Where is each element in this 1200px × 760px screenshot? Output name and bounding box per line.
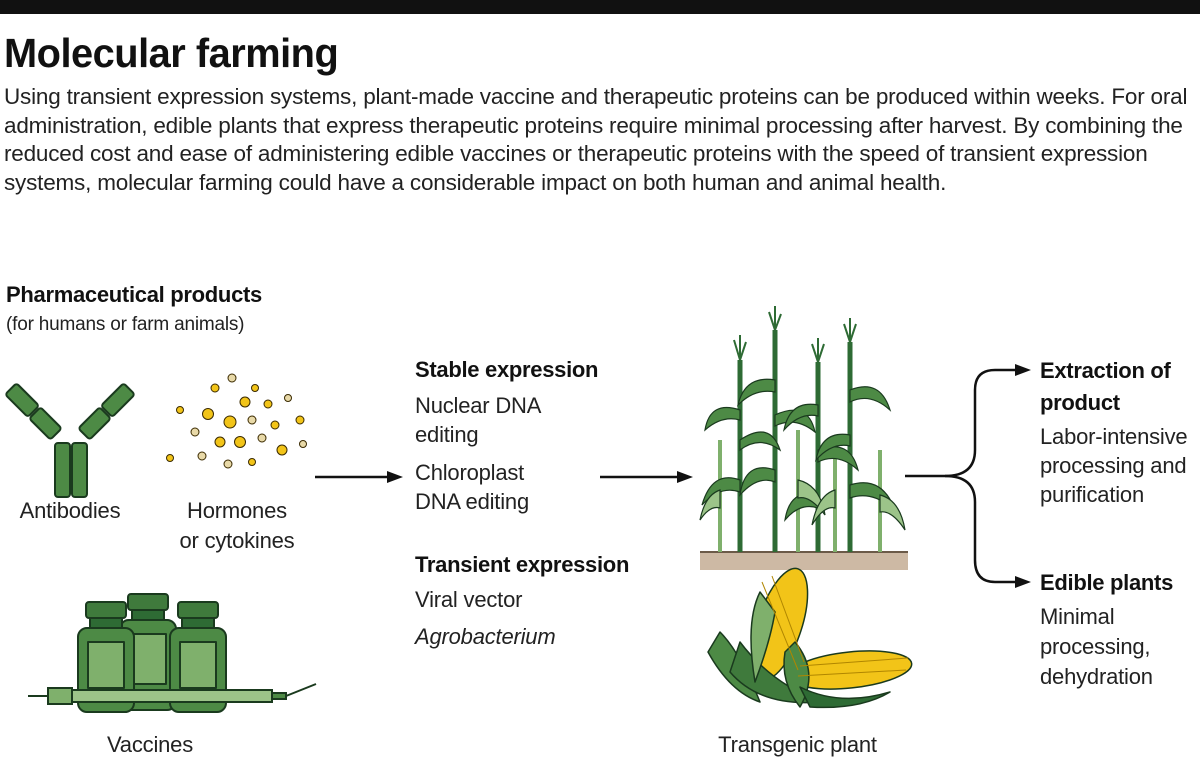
arrow-right-icon [315,471,403,483]
edible-desc-line1: Minimal [1040,604,1115,629]
extraction-heading-line1: Extraction of [1040,358,1171,383]
edible-plants-heading: Edible plants [1040,570,1174,595]
corn-ears-icon [707,567,913,709]
edible-desc-line2: processing, [1040,634,1151,659]
antibodies-label: Antibodies [19,498,121,523]
products-heading: Pharmaceutical products [6,282,262,307]
arrow-right-icon [600,471,693,483]
edible-desc-line3: dehydration [1040,664,1153,689]
extraction-desc-line1: Labor-intensive [1040,424,1188,449]
extraction-desc-line2: processing and [1040,453,1187,478]
chloroplast-dna-line1: Chloroplast [415,460,525,485]
corn-field-icon [699,306,908,570]
hormones-dots-icon [166,373,307,469]
antibody-icon [5,383,135,498]
viral-vector-label: Viral vector [415,587,523,612]
stable-expression-heading: Stable expression [415,357,599,382]
nuclear-dna-line1: Nuclear DNA [415,393,542,418]
hormones-label-line2: or cytokines [179,528,295,553]
vaccines-label: Vaccines [106,732,194,757]
nuclear-dna-line2: editing [415,422,479,447]
transgenic-plant-label: Transgenic plant [718,732,877,757]
intro-paragraph: Using transient expression systems, plan… [4,84,1188,195]
top-rule [0,0,1200,14]
page-title: Molecular farming [4,30,339,76]
hormones-label-line1: Hormones [187,498,287,523]
transient-expression-heading: Transient expression [415,552,630,577]
extraction-heading-line2: product [1040,390,1120,415]
chloroplast-dna-line2: DNA editing [415,489,529,514]
agrobacterium-label: Agrobacterium [415,624,556,649]
vaccine-vials-icon [28,593,317,713]
products-subheading: (for humans or farm animals) [6,314,245,335]
extraction-desc-line3: purification [1040,482,1144,507]
branch-arrow-icon [905,364,1031,588]
